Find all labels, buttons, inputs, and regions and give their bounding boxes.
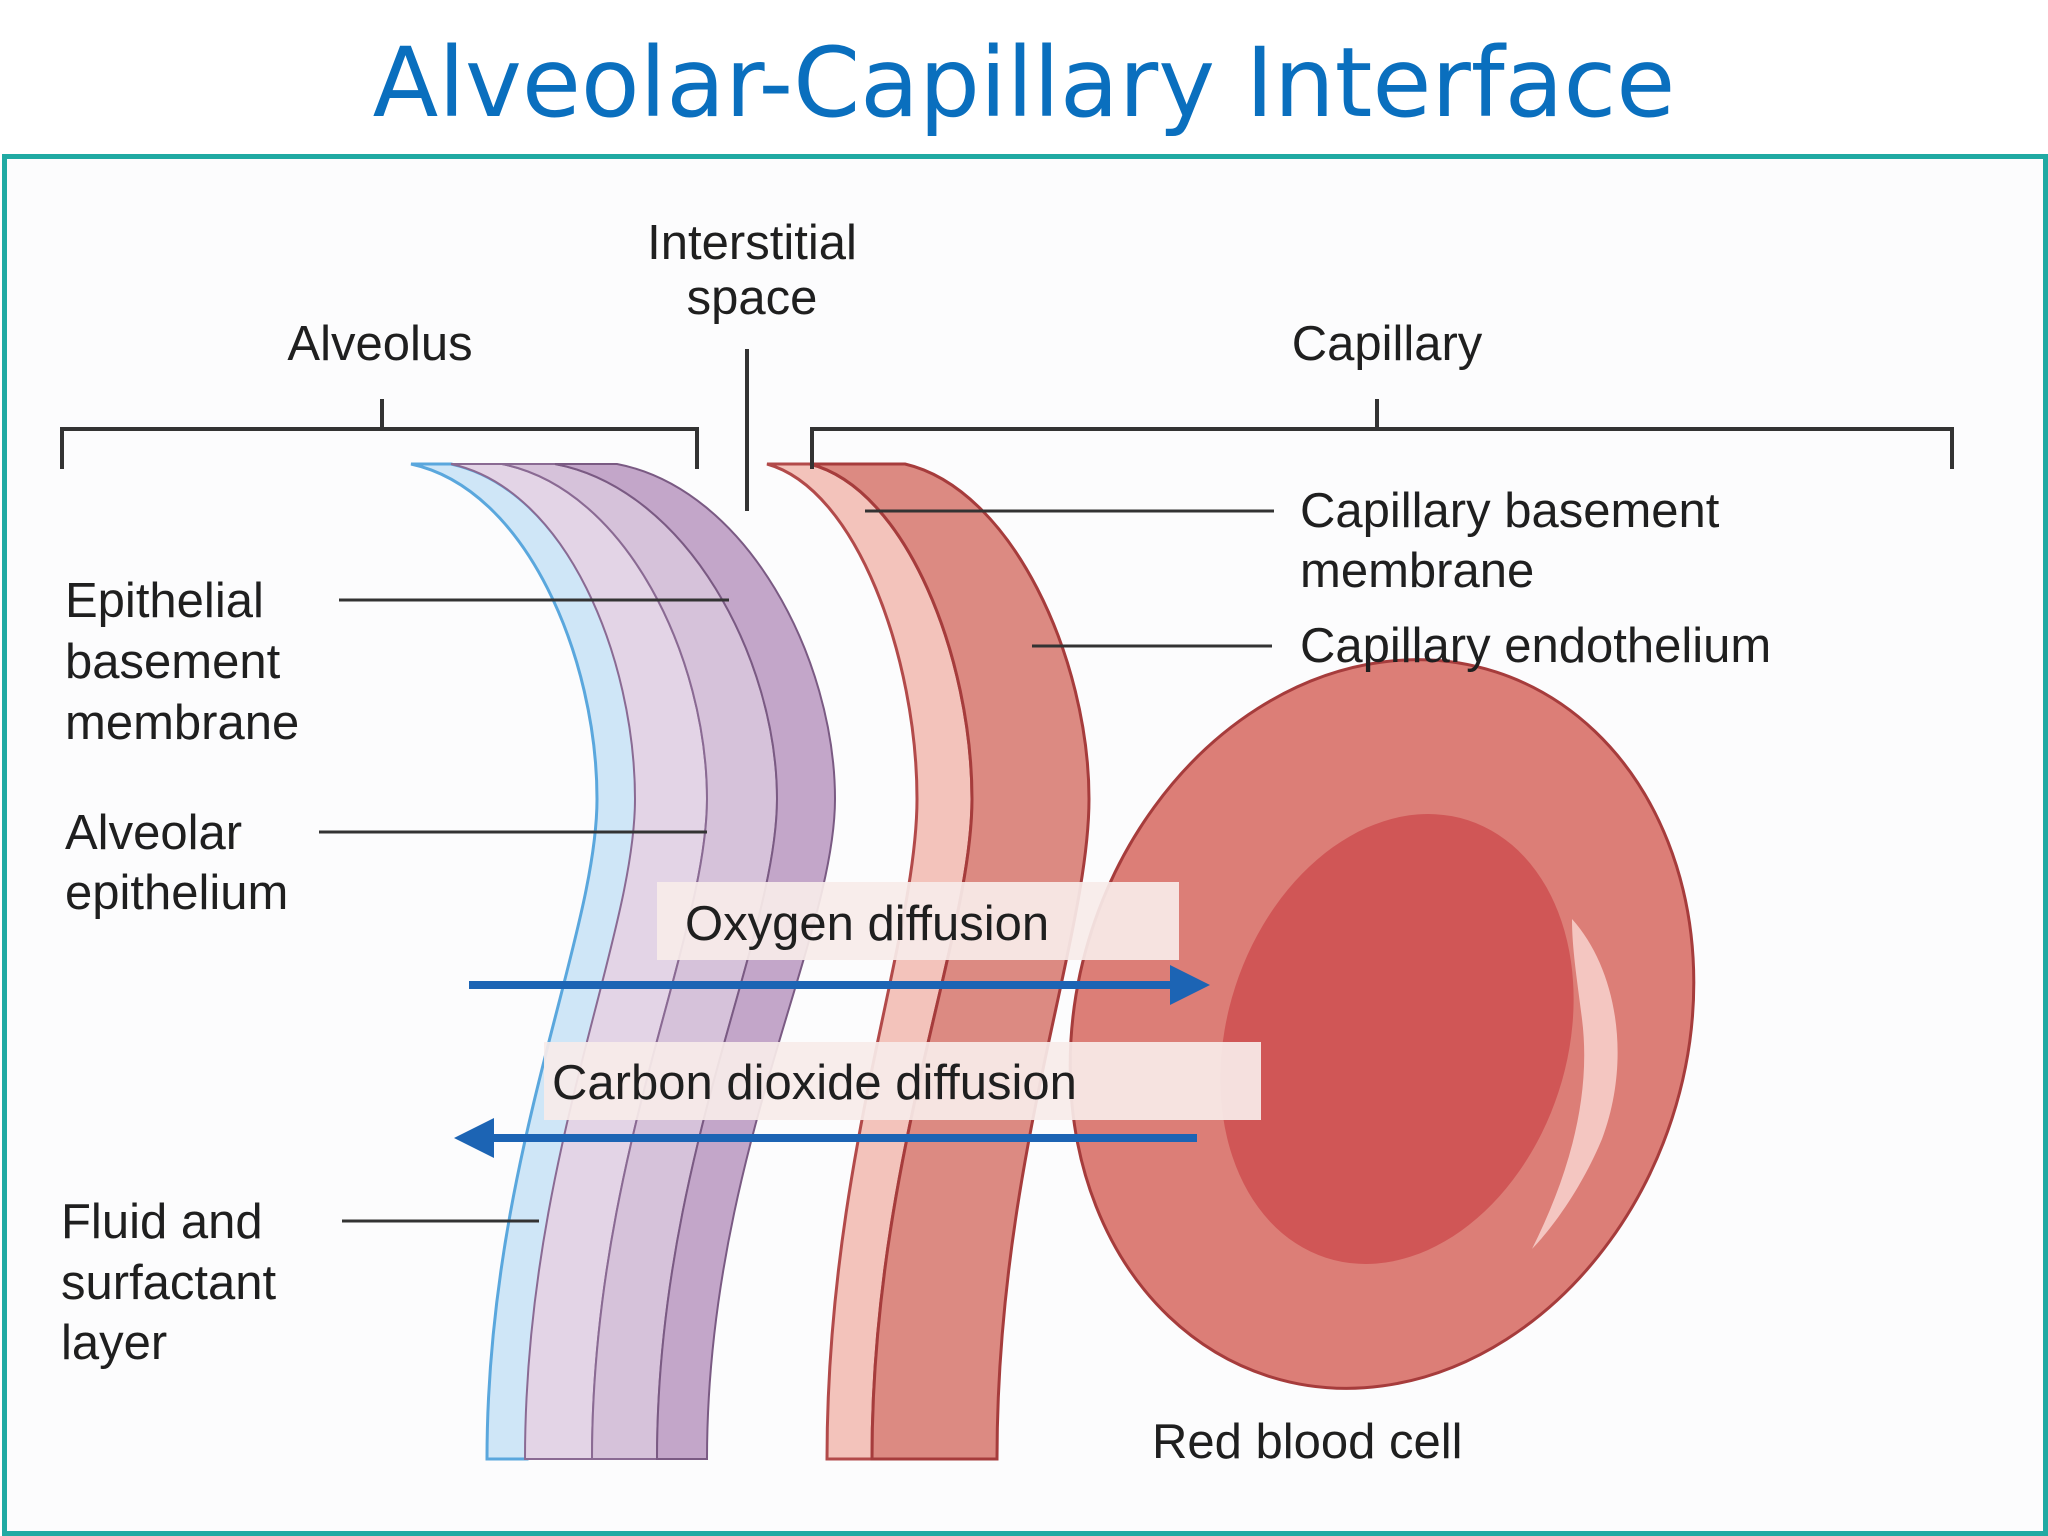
alveolus-bracket xyxy=(60,399,699,469)
diagram-frame: Interstitial space Alveolus Capillary Ep… xyxy=(2,154,2048,1536)
interstitial-label-line1: Interstitial xyxy=(647,216,857,270)
co2-label-bg xyxy=(544,1042,1261,1120)
epithelial-bm-label-line3: membrane xyxy=(65,696,299,750)
alveolus-label: Alveolus xyxy=(287,317,472,371)
capillary-endo-label: Capillary endothelium xyxy=(1300,619,1771,673)
red-blood-cell-highlight xyxy=(1532,919,1618,1249)
capillary-bm-label-line1: Capillary basement xyxy=(1300,484,1720,538)
alveolar-epi-label-line1: Alveolar xyxy=(65,806,242,860)
alveolar-capillary-diagram: Interstitial space Alveolus Capillary Ep… xyxy=(60,216,1954,1469)
fluid-label-line1: Fluid and xyxy=(61,1195,263,1249)
epithelial-bm-label-line1: Epithelial xyxy=(65,574,264,628)
epithelial-basement-dark-band xyxy=(554,463,837,1460)
fluid-label-line2: surfactant xyxy=(61,1256,277,1310)
capillary-bm-label-line2: membrane xyxy=(1300,544,1534,598)
capillary-endothelium-layer xyxy=(809,462,1091,1461)
fluid-label-line3: layer xyxy=(61,1316,167,1370)
epithelial-bm-label-line2: basement xyxy=(65,635,281,689)
red-blood-cell-label: Red blood cell xyxy=(1152,1415,1463,1469)
co2-diffusion-label: Carbon dioxide diffusion xyxy=(552,1056,1077,1110)
interstitial-label-line2: space xyxy=(687,271,818,325)
red-blood-cell-center xyxy=(1220,814,1574,1264)
slide-title: Alveolar-Capillary Interface xyxy=(372,27,1676,139)
capillary-bracket xyxy=(810,399,1954,469)
oxygen-label-bg xyxy=(657,882,1179,960)
capillary-label: Capillary xyxy=(1292,317,1483,371)
alveolar-epi-label-line2: epithelium xyxy=(65,866,288,920)
oxygen-diffusion-label: Oxygen diffusion xyxy=(685,897,1049,951)
